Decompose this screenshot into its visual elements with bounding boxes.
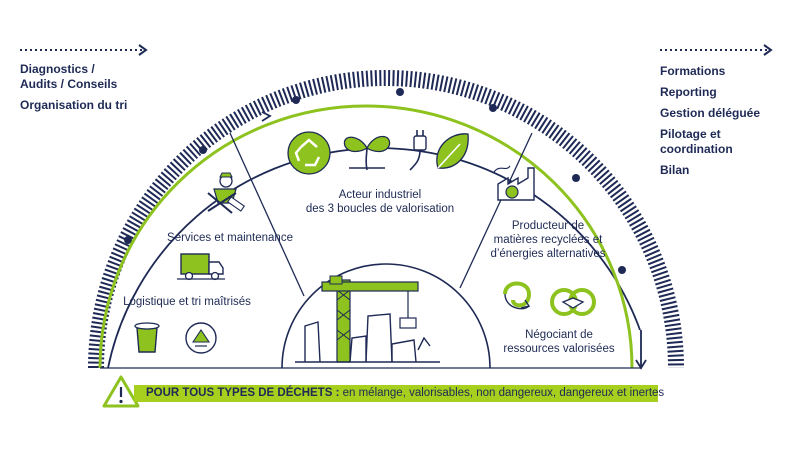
label-services-maintenance: Services et maintenance — [167, 232, 293, 244]
arc-dots — [124, 88, 626, 274]
sprout-icon — [343, 135, 391, 171]
right-service-reporting: Reporting — [660, 85, 717, 99]
green-arc — [98, 104, 634, 369]
banner-regular-text: en mélange, valorisables, non dangereux,… — [339, 387, 665, 399]
label-producteur-line2: matières recyclées et — [493, 234, 603, 246]
city-icon — [295, 313, 440, 363]
left-service-organisation: Organisation du tri — [20, 98, 128, 112]
label-negociant: Négociant de ressources valorisées — [494, 328, 624, 356]
right-service-pilotage: Pilotage et — [660, 127, 721, 141]
handshake-icon — [550, 288, 596, 316]
bin-icon — [134, 322, 160, 353]
right-service-formations: Formations — [660, 64, 726, 78]
right-service-bilan: Bilan — [660, 163, 690, 177]
label-logistique: Logistique et tri maîtrisés — [123, 296, 251, 308]
label-producteur: Producteur de matières recyclées et d’én… — [478, 219, 618, 261]
crane-icon — [321, 275, 419, 363]
arc-direction-arrow — [261, 111, 272, 122]
left-service-diagnostics: Diagnostics / — [20, 62, 95, 76]
plug-leaf-icon — [409, 130, 427, 171]
label-negociant-line2: ressources valorisées — [503, 343, 615, 355]
sorting-icon — [185, 322, 217, 354]
left-service-audits: Audits / Conseils — [20, 77, 118, 91]
label-negociant-line1: Négociant de — [525, 329, 593, 341]
loop-icon — [503, 281, 532, 310]
truck-icon — [177, 253, 225, 281]
worker-icon — [207, 172, 246, 214]
warning-icon — [102, 375, 140, 408]
left-dotted-arrow — [20, 44, 148, 56]
waste-types-banner: POUR TOUS TYPES DE DÉCHETS : en mélange,… — [104, 380, 664, 406]
label-producteur-line1: Producteur de — [511, 220, 585, 232]
hatched-outer-ring — [88, 70, 684, 369]
banner-text: POUR TOUS TYPES DE DÉCHETS : en mélange,… — [146, 387, 664, 400]
banner-bold-text: POUR TOUS TYPES DE DÉCHETS : — [146, 387, 340, 399]
left-services-list: Diagnostics / Audits / Conseils Organisa… — [20, 62, 127, 119]
right-services-list: Formations Reporting Gestion déléguée Pi… — [660, 64, 760, 184]
inner-half-circle — [281, 263, 491, 369]
banner-bar — [134, 385, 658, 402]
recycle-icon — [287, 131, 331, 175]
right-dotted-arrow — [660, 44, 773, 56]
spoke-left — [229, 132, 305, 297]
label-acteur-industriel: Acteur industriel des 3 boucles de valor… — [290, 188, 470, 216]
label-producteur-line3: d’énergies alternatives — [490, 248, 606, 260]
right-service-coordination: coordination — [660, 142, 733, 156]
right-service-gestion: Gestion déléguée — [660, 106, 761, 120]
label-acteur-line2: des 3 boucles de valorisation — [305, 203, 455, 215]
spoke-right — [459, 132, 533, 289]
leaf-icon — [436, 133, 469, 169]
label-acteur-line1: Acteur industriel — [338, 189, 422, 201]
factory-icon — [493, 165, 535, 201]
